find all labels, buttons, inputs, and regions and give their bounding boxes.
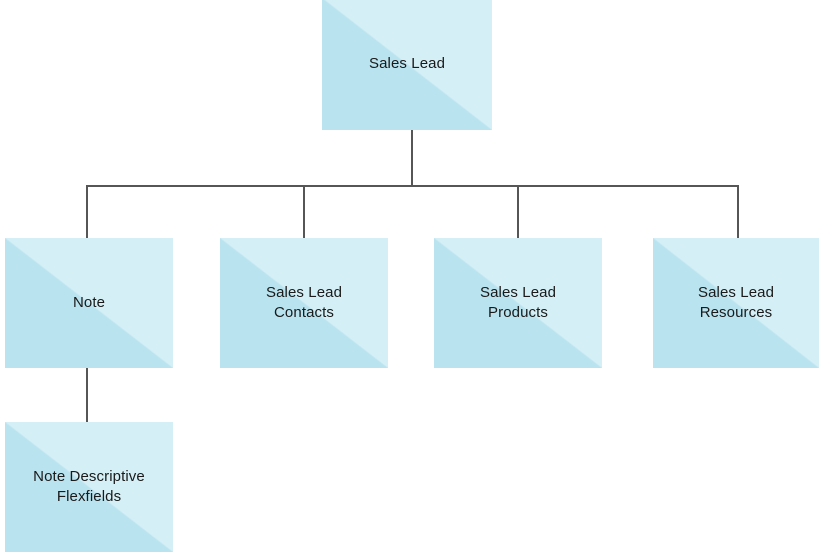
connector-drop-sales-lead-contacts (303, 185, 305, 238)
node-label: Sales Lead Contacts (265, 283, 343, 321)
connector-drop-sales-lead-products (517, 185, 519, 238)
node-sales-lead-resources[interactable]: Sales Lead Resources (653, 238, 819, 368)
node-label: Sales Lead Resources (697, 283, 775, 321)
node-label: Note (72, 293, 106, 311)
node-sales-lead-products[interactable]: Sales Lead Products (434, 238, 602, 368)
connector-root-stem (411, 130, 413, 186)
node-note[interactable]: Note (5, 238, 173, 368)
connector-drop-sales-lead-resources (737, 185, 739, 238)
node-sales-lead[interactable]: Sales Lead (322, 0, 492, 130)
node-label: Sales Lead Products (479, 283, 557, 321)
node-note-descriptive-flexfields[interactable]: Note Descriptive Flexfields (5, 422, 173, 552)
node-sales-lead-contacts[interactable]: Sales Lead Contacts (220, 238, 388, 368)
connector-note-to-flexfields (86, 368, 88, 423)
node-label: Sales Lead (368, 54, 446, 72)
node-label: Note Descriptive Flexfields (33, 467, 145, 505)
connector-horizontal-bus (87, 185, 739, 187)
connector-drop-note (86, 185, 88, 238)
